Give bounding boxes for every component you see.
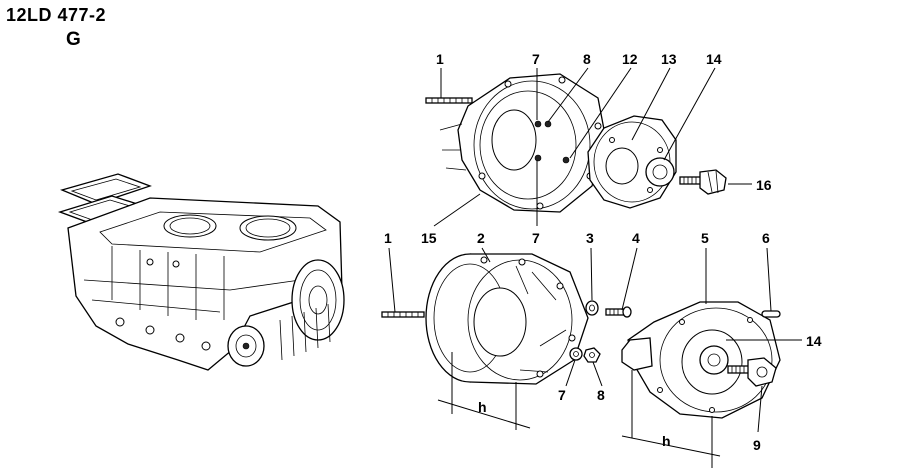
bolt-16 [679,169,727,195]
callout-16: 16 [756,177,772,193]
bolt-9 [727,357,777,387]
callout-8-top: 8 [583,51,591,67]
stud-bolt-top [425,97,473,104]
callout-2: 2 [477,230,485,246]
upper-housing-assembly [425,73,727,213]
flywheel-housing-2 [425,253,589,385]
leader-lines [388,67,802,433]
dowel-pin-6 [761,310,781,318]
callout-3: 3 [586,230,594,246]
callout-12: 12 [622,51,638,67]
washer-7-bottom [569,347,583,361]
oil-seal-14-bottom [699,345,729,375]
callout-7-top: 7 [532,51,540,67]
engine-block-illustration [57,173,345,371]
dimension-h-left-label: h [478,399,487,415]
dimension-h-right [621,370,721,468]
callout-labels: 1 7 8 12 13 14 16 15 7 1 2 3 4 5 6 14 7 … [384,51,822,453]
callout-4: 4 [632,230,640,246]
stud-bolt-mid [381,311,425,318]
callout-14-bottom: 14 [806,333,822,349]
flywheel-housing-upper [439,73,607,213]
callout-5: 5 [701,230,709,246]
lower-housing-assembly [381,253,781,419]
callout-9: 9 [753,437,761,453]
callout-15: 15 [421,230,437,246]
callout-14-top: 14 [706,51,722,67]
callout-1-mid: 1 [384,230,392,246]
callout-1-top: 1 [436,51,444,67]
section-letter: G [66,29,81,50]
model-title: 12LD 477-2 [6,5,107,25]
oil-seal-14-top [645,157,675,187]
screw-4 [605,306,632,318]
callout-6: 6 [762,230,770,246]
washer-3 [585,300,599,316]
nut-8-bottom [583,347,601,363]
dimension-h-right-label: h [662,433,671,449]
callout-8-bottom: 8 [597,387,605,403]
callout-7-bottom: 7 [558,387,566,403]
callout-13: 13 [661,51,677,67]
callout-7-mid: 7 [532,230,540,246]
dimension-h-left [437,352,531,430]
